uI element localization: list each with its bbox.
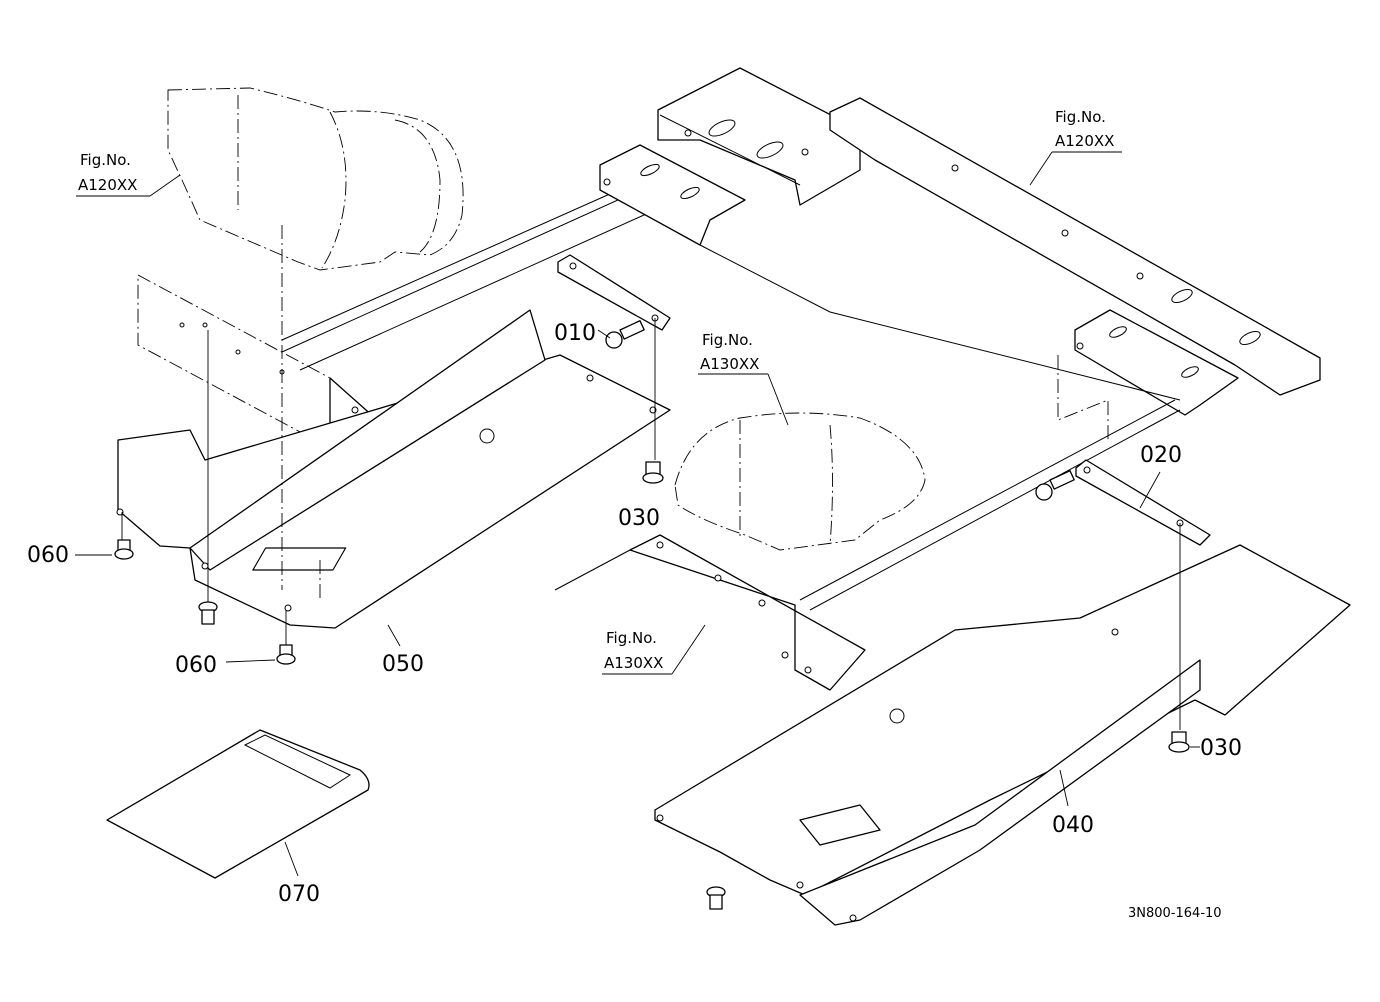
fig-ref-center: Fig.No. A130XX	[698, 331, 789, 426]
svg-text:A130XX: A130XX	[604, 654, 663, 672]
clip-nut-left	[198, 330, 218, 625]
label-sheet-070	[106, 729, 370, 879]
callout-060-right: 060	[175, 653, 217, 678]
svg-text:A120XX: A120XX	[78, 176, 137, 194]
floor-plate-right-040	[654, 544, 1351, 926]
callout-060-left: 060	[27, 543, 69, 568]
svg-text:Fig.No.: Fig.No.	[1055, 108, 1106, 126]
bolt-020	[1035, 470, 1075, 501]
bolt-060-left	[114, 512, 134, 560]
clip-nut-bottom	[706, 886, 726, 910]
drawing-code: 3N800-164-10	[1128, 906, 1222, 921]
callout-050: 050	[382, 652, 424, 677]
svg-text:Fig.No.: Fig.No.	[80, 151, 131, 169]
callout-030-upper: 030	[618, 506, 660, 531]
frame-top	[599, 67, 1321, 440]
callout-070: 070	[278, 882, 320, 907]
bolt-010	[605, 320, 645, 349]
callout-040: 040	[1052, 813, 1094, 838]
seat-ghost-left	[167, 87, 464, 271]
floor-plate-left-050	[116, 309, 671, 629]
svg-text:A130XX: A130XX	[700, 355, 759, 373]
bolt-060-right	[276, 610, 296, 665]
callout-030-lower: 030	[1200, 736, 1242, 761]
fig-ref-right-top: Fig.No. A120XX	[1029, 108, 1122, 186]
svg-text:Fig.No.: Fig.No.	[702, 331, 753, 349]
svg-text:Fig.No.: Fig.No.	[606, 629, 657, 647]
fig-ref-left-top: Fig.No. A120XX	[76, 151, 181, 197]
bracket-010	[557, 254, 671, 460]
bolt-030-upper	[642, 461, 664, 484]
svg-text:A120XX: A120XX	[1055, 132, 1114, 150]
callout-020: 020	[1140, 443, 1182, 468]
bolt-030-lower	[1168, 731, 1190, 753]
callout-010: 010	[554, 321, 596, 346]
frame-bottom	[554, 399, 1181, 691]
seat-ghost-center	[674, 412, 926, 551]
fig-ref-bottom: Fig.No. A130XX	[602, 624, 706, 675]
